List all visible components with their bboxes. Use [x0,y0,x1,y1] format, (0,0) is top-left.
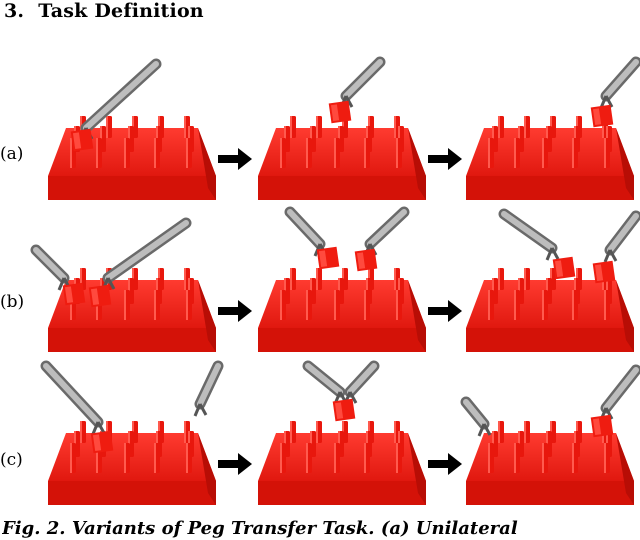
grasper-a3 [599,56,640,109]
block-c1 [90,430,114,454]
board-b-2 [258,268,426,352]
row-label-b: (b) [0,292,25,312]
board-a-2 [258,116,426,200]
grasper-b1-right [101,217,192,291]
arrow-b-2 [428,300,462,322]
grasper-c1-left [40,360,106,435]
block-a2 [328,100,352,124]
grasper-a2 [339,56,386,109]
block-b3-r [592,260,616,284]
board-c-3 [466,421,634,505]
block-b2-r [354,248,378,272]
block-c3 [590,414,614,438]
block-a3 [590,104,614,128]
block-b1-r [88,284,112,308]
block-b1-l [62,282,86,306]
arrow-a-1 [218,148,252,170]
board-b-1 [48,268,216,352]
row-label-c: (c) [0,450,23,470]
arrow-a-2 [428,148,462,170]
caption-prefix: Fig. 2. [2,518,66,539]
arrow-c-1 [218,453,252,475]
block-a1 [70,128,94,152]
peg-transfer-illustrations [30,56,640,505]
board-a-3 [466,116,634,200]
board-c-1 [48,421,216,505]
row-label-a: (a) [0,144,24,164]
figure-caption: Fig. 2. Variants of Peg Transfer Task. (… [2,518,640,540]
block-b3-l [552,256,576,280]
grasper-c3-right [599,364,640,421]
arrow-c-2 [428,453,462,475]
block-b2-l [316,246,340,270]
board-a-1 [48,116,216,200]
section-title: Task Definition [38,0,204,22]
grasper-c2-right [343,360,380,405]
grasper-c1-right [193,360,224,417]
arrow-b-1 [218,300,252,322]
grasper-c3-left [460,396,492,437]
grasper-b3-right [603,210,640,263]
section-number: 3. [4,0,25,22]
grasper-b1-left [30,244,72,291]
grasper-b3-left [498,208,560,261]
grasper-c2-left [302,360,348,405]
task-figure: (a) (b) (c) [0,40,640,520]
board-b-3 [466,268,634,352]
block-c2 [332,398,356,422]
section-heading: 3. Task Definition [4,0,204,22]
board-c-2 [258,421,426,505]
caption-text: Variants of Peg Transfer Task. (a) Unila… [71,518,518,539]
